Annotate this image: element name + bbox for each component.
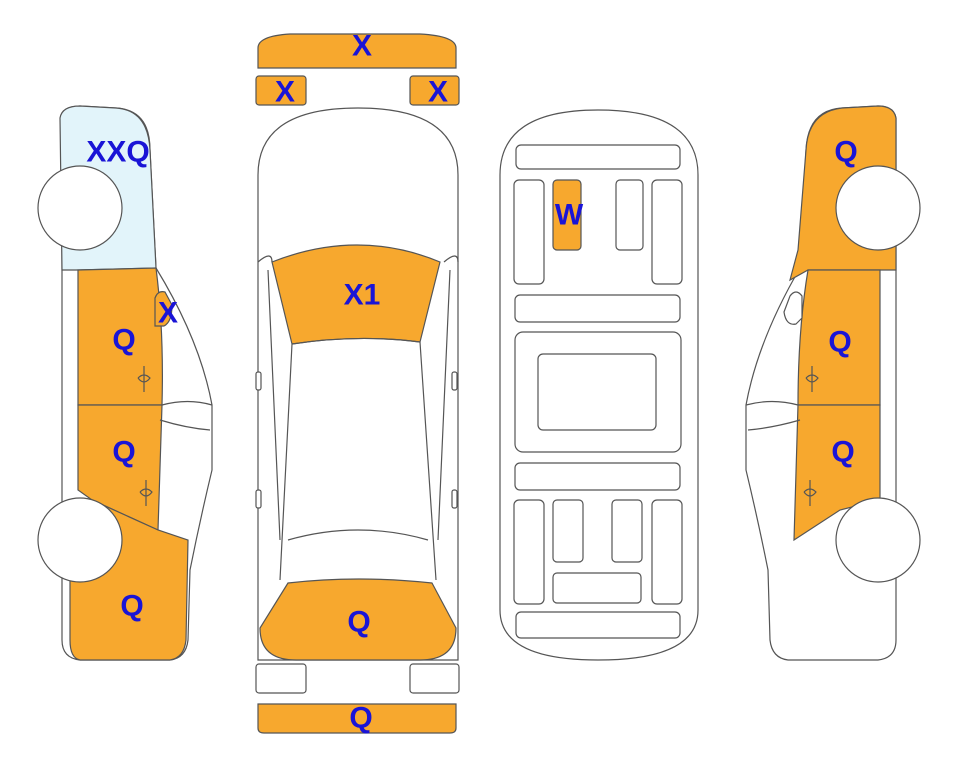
underbody-mid-front [615,179,644,251]
left-side-view: XXQ Q X Q Q [37,105,213,661]
left-mirror-top [255,371,262,391]
right-rear-door-handle [803,480,817,506]
left-rear-wheel [37,497,123,583]
underbody-front-bar [515,144,681,170]
right-handle-top [451,489,458,509]
right-mirror [783,291,803,325]
right-rear-door-label: Q [831,436,854,469]
right-front-fender-label: Q [834,136,857,169]
roof-outline [267,269,451,541]
rear-bumper-label: Q [349,702,372,735]
underbody-cross-bar-2 [514,462,681,491]
right-front-door-label: Q [828,326,851,359]
underbody-rear-1 [552,499,584,563]
left-rear-door-handle [139,480,153,506]
right-mirror-top [451,371,458,391]
right-rear-door-panel[interactable] [793,404,881,542]
underbody-panel-w-label: W [555,199,584,232]
left-window-line [159,400,213,431]
underbody-cross-bar-1 [514,294,681,323]
left-headlight-label: X [275,76,295,109]
right-side-view: Q Q Q [745,105,921,661]
underbody-right-front-rail [651,179,683,285]
trunk-panel[interactable] [259,578,457,661]
left-handle-top [255,489,262,509]
left-mirror-label: X [158,297,178,330]
hood-label: X1 [344,279,381,312]
left-front-door-handle [137,366,151,392]
front-bumper-label: X [352,30,372,63]
underbody-center-plate [537,353,657,431]
trunk-label: Q [347,606,370,639]
underbody-rear-2 [611,499,643,563]
right-headlight-panel[interactable] [409,75,460,106]
rear-bumper-panel[interactable] [257,703,457,734]
cabin-outline [257,255,459,581]
right-window-line [745,400,801,431]
right-front-wheel [835,165,921,251]
underbody-left-rear-rail [513,499,545,605]
left-mirror-panel[interactable] [154,291,173,327]
top-view: X X X X1 Q Q [255,30,460,735]
underbody-rear-bar [552,572,642,604]
left-front-wheel [37,165,123,251]
right-front-door-handle [805,366,819,392]
front-bumper-panel[interactable] [257,33,457,69]
underbody-outline [499,109,699,661]
underbody-left-front-rail [513,179,545,285]
car-body-top [257,107,459,661]
right-rear-wheel [835,497,921,583]
underbody-panel-w[interactable] [552,179,582,251]
right-headlight-label: X [428,76,448,109]
right-taillight-panel [409,663,460,694]
left-front-door-label: Q [112,324,135,357]
left-rear-quarter-label: Q [120,590,143,623]
left-headlight-panel[interactable] [255,75,307,106]
left-windshield-label: XXQ [86,136,149,169]
underbody-right-rear-rail [651,499,683,605]
left-rear-door-label: Q [112,436,135,469]
left-taillight-panel [255,663,307,694]
underbody-view: W [499,109,699,661]
underbody-rear-bumper-bar [515,611,681,639]
